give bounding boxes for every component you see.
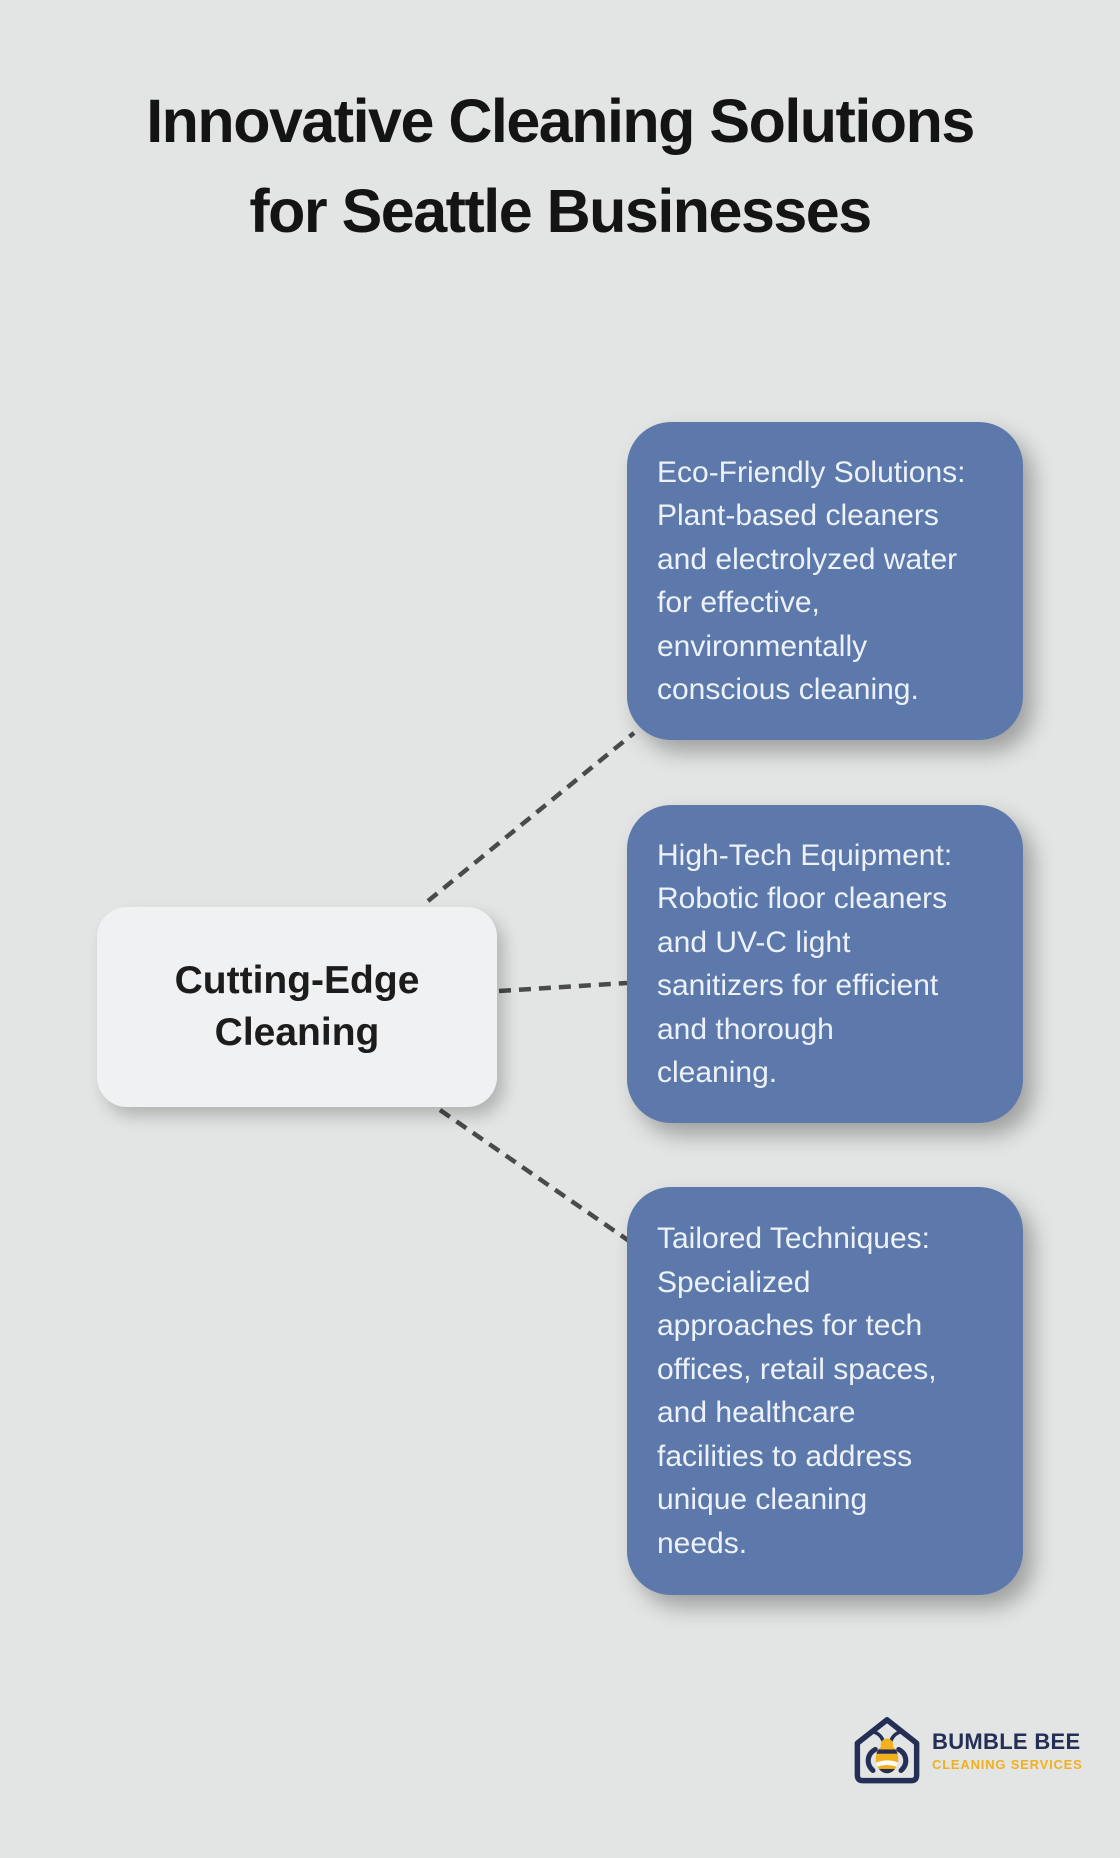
branch-text: Eco-Friendly Solutions: Plant-based clea…	[657, 455, 966, 707]
bee-wing-left	[865, 1746, 878, 1774]
branch-box-eco-friendly-solutions: Eco-Friendly Solutions: Plant-based clea…	[627, 422, 1023, 740]
branch-text: Tailored Techniques: Specialized approac…	[657, 1222, 937, 1560]
connector-line-top	[426, 731, 636, 903]
branch-box-high-tech-equipment: High-Tech Equipment: Robotic floor clean…	[627, 805, 1023, 1123]
connector-line-bottom	[438, 1108, 634, 1245]
bumble-bee-house-icon	[854, 1717, 920, 1784]
central-node-cutting-edge-cleaning: Cutting-Edge Cleaning	[97, 907, 497, 1107]
bee-stripe-navy-upper	[875, 1749, 899, 1754]
brand-logo-text: BUMBLE BEE CLEANING SERVICES	[932, 1729, 1083, 1773]
bee-antenna-right	[889, 1730, 902, 1743]
house-outline	[854, 1717, 920, 1784]
brand-tagline: CLEANING SERVICES	[932, 1757, 1083, 1772]
connector-line-middle	[498, 980, 628, 994]
page-title: Innovative Cleaning Solutions for Seattl…	[146, 87, 975, 245]
bee-antenna-left	[872, 1730, 885, 1743]
bee-stripe-navy-lower	[875, 1768, 899, 1774]
bee-body	[875, 1744, 899, 1774]
bee-stripe-white	[875, 1760, 899, 1769]
brand-logo: BUMBLE BEE CLEANING SERVICES	[848, 1712, 1083, 1790]
branch-text: High-Tech Equipment: Robotic floor clean…	[657, 838, 953, 1090]
brand-name: BUMBLE BEE	[932, 1729, 1081, 1754]
branch-box-tailored-techniques: Tailored Techniques: Specialized approac…	[627, 1187, 1023, 1595]
bee-wing-right	[896, 1746, 909, 1774]
central-node-label: Cutting-Edge Cleaning	[174, 959, 420, 1054]
